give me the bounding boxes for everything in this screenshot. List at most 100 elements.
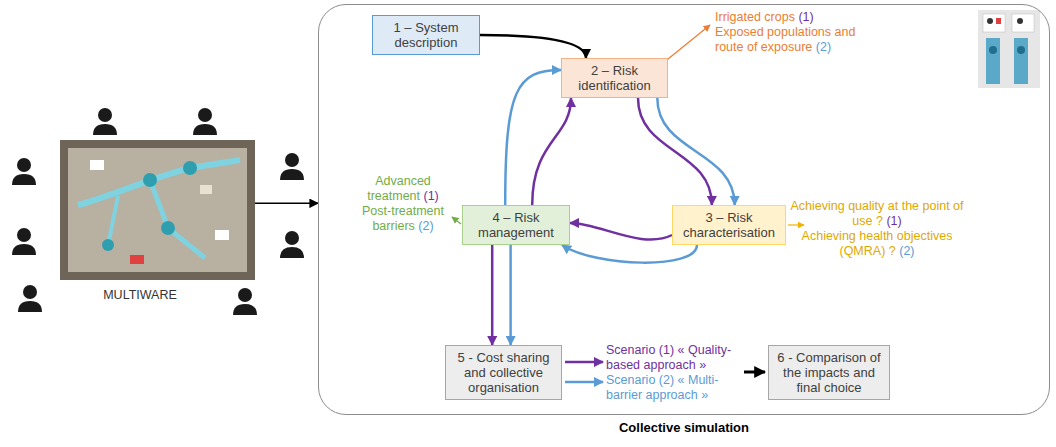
person-icon — [93, 108, 117, 135]
annotation-line: Post-treatment barriers (2) — [358, 204, 448, 234]
flow-arrow — [505, 70, 561, 205]
annotation-text: Irrigated crops — [715, 10, 795, 24]
characterisation-annotation: Achieving quality at the point of use ? … — [788, 199, 966, 259]
step-label: 4 – Risk management — [468, 210, 564, 240]
person-body — [18, 301, 42, 312]
step-box: 6 - Comparison of the impacts and final … — [768, 345, 890, 400]
card-mark — [989, 46, 997, 54]
person-head — [198, 108, 212, 122]
person-icon — [12, 158, 36, 185]
card — [200, 185, 212, 194]
board-piece — [161, 221, 175, 235]
board-piece — [102, 239, 114, 251]
person-body — [12, 244, 36, 255]
person-icon — [233, 288, 257, 315]
annotation-text: Achieving quality at the point of use ? — [790, 199, 963, 228]
flow-arrow — [491, 245, 494, 345]
card-mark — [996, 18, 1001, 24]
game-photo-node: MULTIWARE — [60, 138, 255, 283]
card-strip — [986, 38, 1000, 84]
river — [108, 196, 118, 245]
person-icon — [193, 108, 217, 135]
person-head — [23, 285, 37, 299]
annotation-text: (2) — [899, 244, 914, 258]
flow-arrow — [638, 98, 712, 205]
step-label: 1 – System description — [378, 20, 474, 50]
person-body — [193, 124, 217, 135]
annotation-text: (2) — [816, 40, 831, 54]
board-piece — [143, 173, 157, 187]
scenario-arrow — [565, 361, 603, 364]
scenario-arrow — [565, 381, 603, 384]
flow-arrow — [570, 223, 672, 240]
management-annotation: Advanced treatment (1)Post-treatment bar… — [358, 174, 448, 234]
person-body — [93, 124, 117, 135]
step-box: 4 – Risk management — [462, 205, 570, 245]
step-label: 6 - Comparison of the impacts and final … — [774, 350, 884, 395]
step-label: 3 – Risk characterisation — [678, 210, 780, 240]
annotation-line: Achieving health objectives (QMRA) ? (2) — [788, 229, 966, 259]
step-box: 3 – Risk characterisation — [672, 205, 786, 245]
river — [150, 180, 205, 258]
region-caption: Collective simulation — [319, 420, 1049, 435]
leader-arrow — [788, 224, 804, 225]
card — [130, 255, 144, 264]
card-mark — [1017, 46, 1025, 54]
flow-arrow — [562, 245, 697, 263]
person-body — [280, 169, 304, 180]
person-icon — [280, 153, 304, 180]
flow-arrow — [657, 98, 734, 205]
card — [215, 230, 229, 240]
card-strip — [1014, 38, 1028, 84]
cards-photo — [978, 10, 1040, 88]
person-head — [98, 108, 112, 122]
annotation-text: Exposed populations and route of exposur… — [715, 25, 855, 54]
person-head — [17, 158, 31, 172]
step-box: 5 - Cost sharing and collective organisa… — [445, 345, 562, 400]
risk-annotation: Irrigated crops (1)Exposed populations a… — [715, 10, 865, 55]
person-body — [280, 247, 304, 258]
person-icon — [18, 285, 42, 312]
annotation-line: Exposed populations and route of exposur… — [715, 25, 865, 55]
participants — [12, 108, 304, 315]
card-mark — [1017, 18, 1023, 24]
annotation-text: (1) — [886, 214, 901, 228]
card — [90, 160, 104, 170]
scenario-annotation: Scenario (1) « Quality-based approach »S… — [606, 343, 742, 403]
leader-arrow — [668, 25, 710, 59]
flow-arrow — [509, 245, 512, 345]
flow-arrow — [532, 98, 571, 205]
choice-arrow — [744, 371, 765, 374]
person-head — [238, 288, 252, 302]
step-label: 2 – Risk identification — [567, 63, 662, 93]
photo-frame — [60, 140, 255, 280]
person-body — [233, 304, 257, 315]
person-icon — [280, 231, 304, 258]
person-body — [12, 174, 36, 185]
step-box: 2 – Risk identification — [561, 58, 668, 98]
step-box: 1 – System description — [372, 15, 480, 55]
annotation-line: Irrigated crops (1) — [715, 10, 865, 25]
board — [68, 148, 247, 272]
annotation-line: Achieving quality at the point of use ? … — [788, 199, 966, 229]
person-head — [17, 228, 31, 242]
card-mark — [987, 18, 993, 24]
photo-caption: MULTIWARE — [60, 288, 220, 302]
annotation-text: Achieving health objectives (QMRA) ? — [802, 229, 953, 258]
annotation-text: (1) — [424, 189, 439, 203]
annotation-text: Advanced treatment — [367, 174, 431, 203]
annotation-text: Scenario (1) « Quality-based approach » — [606, 343, 731, 372]
leader-arrow — [452, 217, 461, 224]
board-photo — [60, 140, 255, 280]
annotation-line: Scenario (2) « Multi-barrier approach » — [606, 373, 742, 403]
board-piece — [183, 161, 197, 175]
flow-arrow — [480, 35, 586, 58]
annotation-text: (2) — [418, 219, 433, 233]
step-label: 5 - Cost sharing and collective organisa… — [451, 350, 556, 395]
photo-frame — [978, 10, 1040, 88]
person-icon — [12, 228, 36, 255]
person-head — [285, 153, 299, 167]
annotation-line: Advanced treatment (1) — [358, 174, 448, 204]
annotation-text: (1) — [798, 10, 813, 24]
